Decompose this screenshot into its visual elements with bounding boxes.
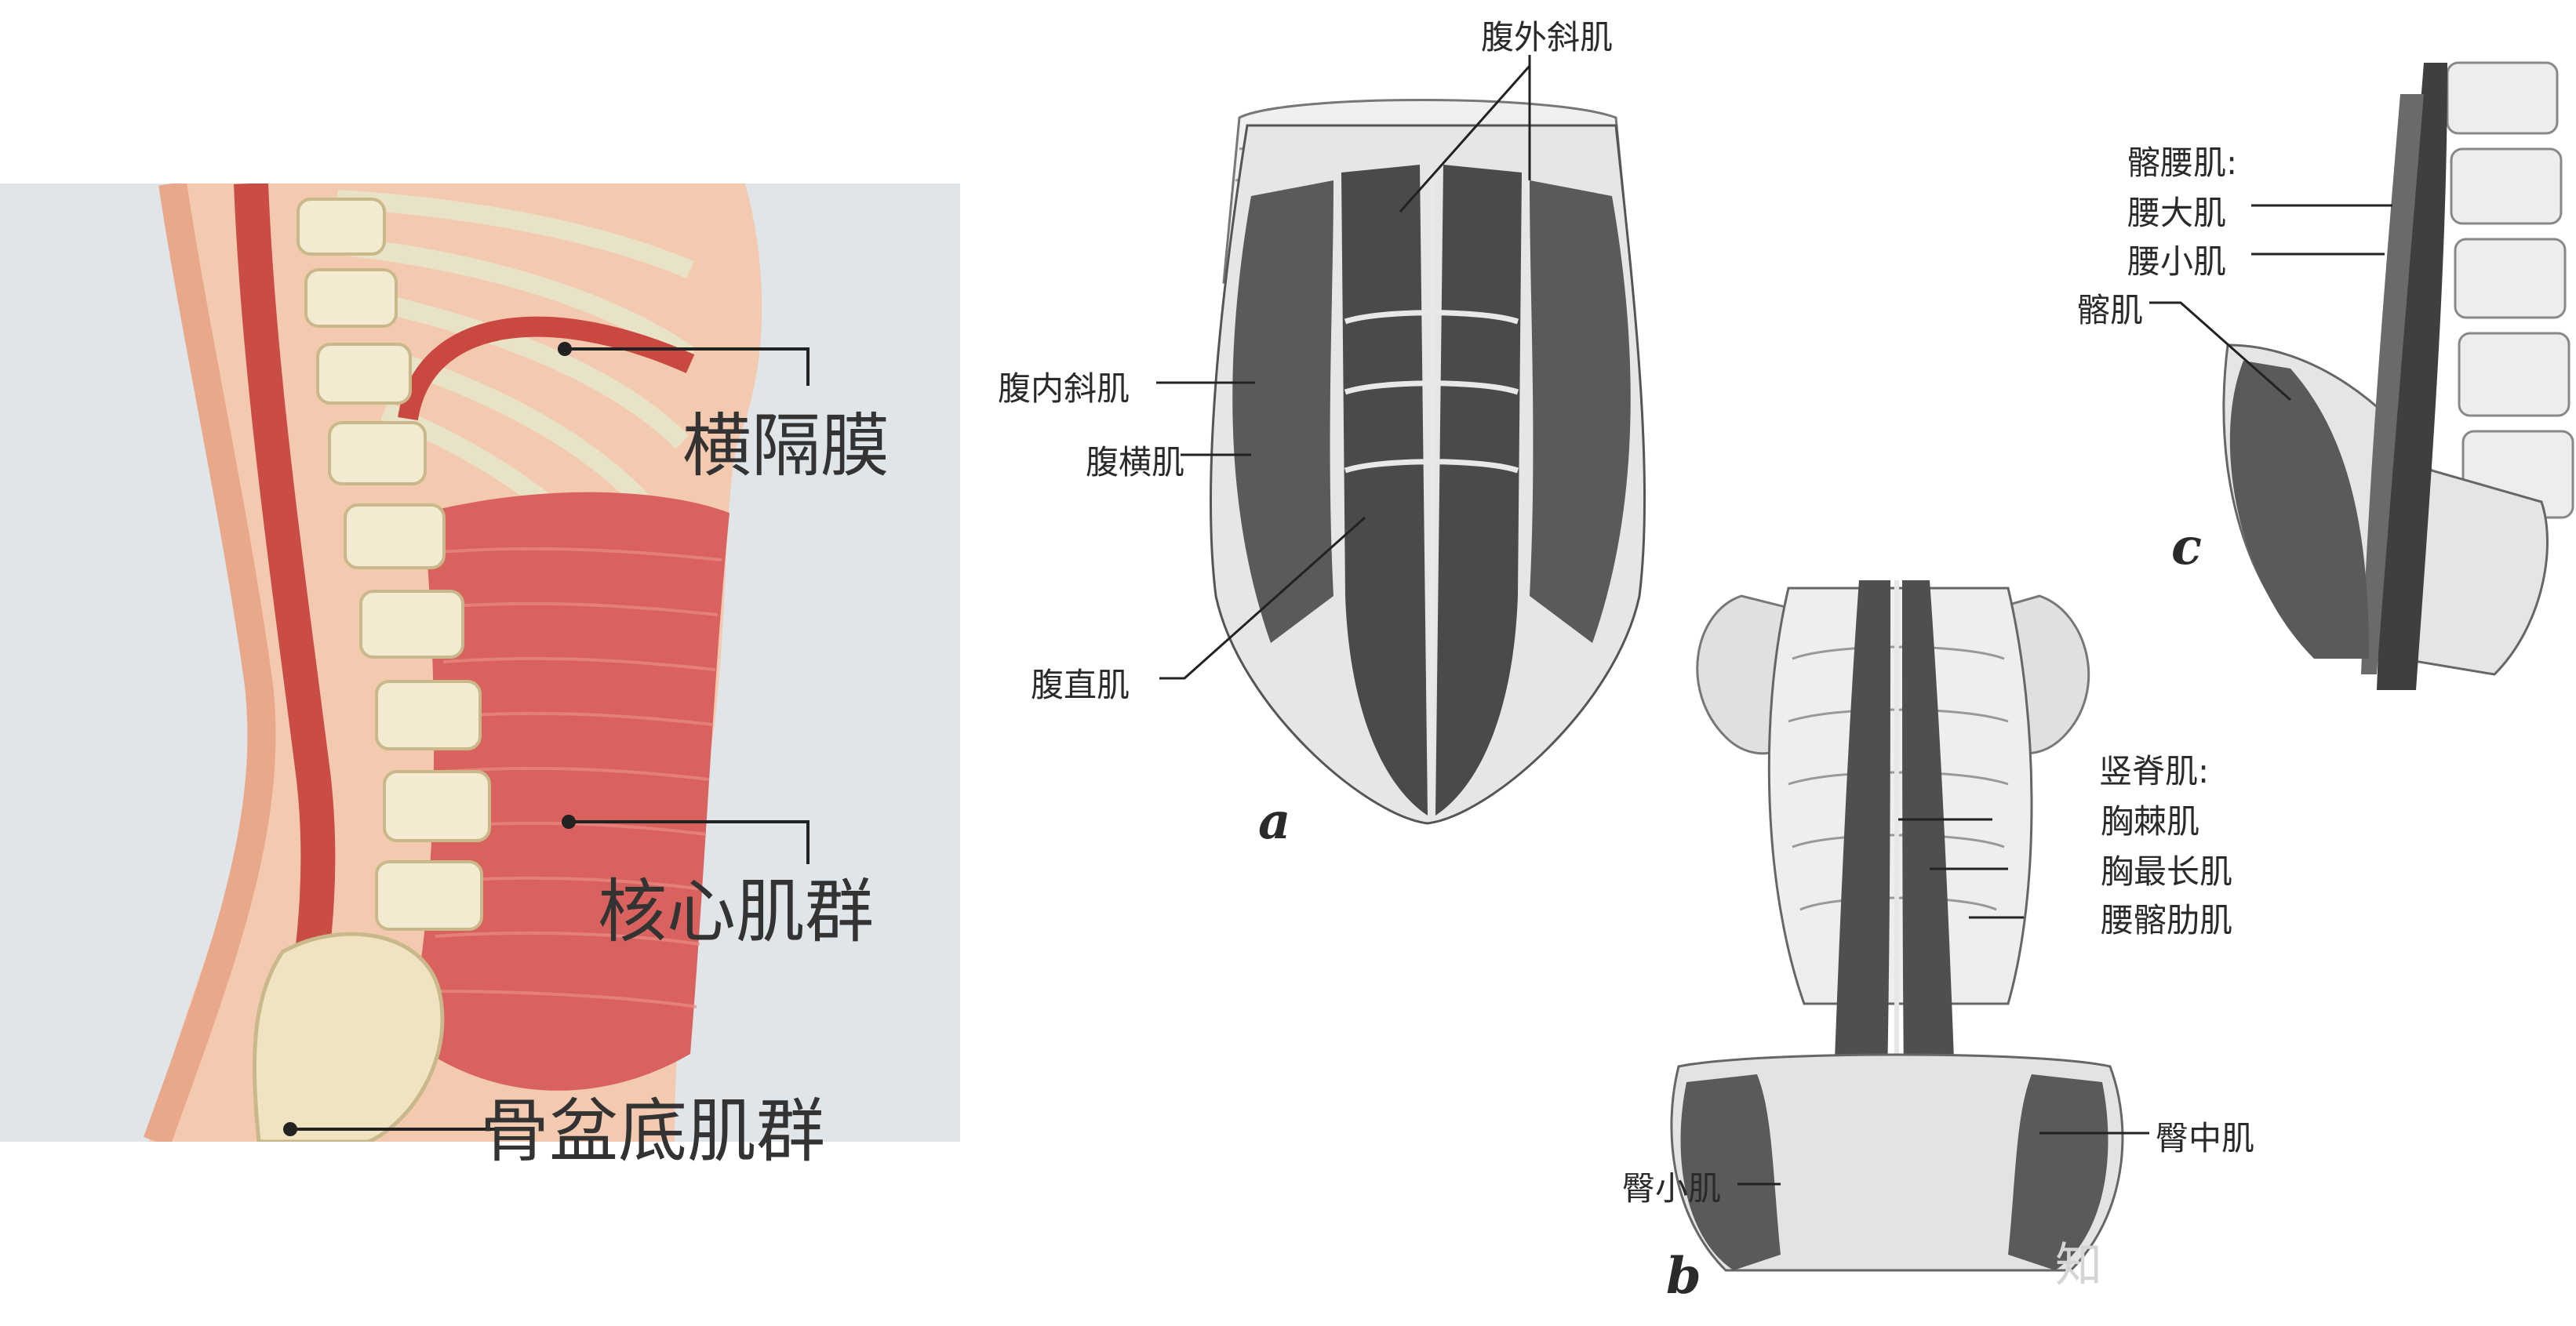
label-gluteus-minimus: 臀小肌 [1622,1169,1722,1208]
label-iliopsoas-title: 髂腰肌: [2127,143,2238,182]
core-side-illustration [0,183,960,1142]
label-core-muscles: 核心肌群 [598,871,875,952]
core-side-view: 横隔膜 核心肌群 骨盆底肌群 [0,183,960,1172]
back-illustration [1670,580,2149,1272]
label-longissimus: 胸最长肌 [2101,852,2233,891]
label-psoas-minor: 腰小肌 [2127,242,2227,281]
label-psoas-major: 腰大肌 [2127,194,2227,232]
panel-a-abdominal-muscles: 腹外斜肌 腹内斜肌 腹横肌 腹直肌 a [988,0,1679,863]
panel-c-letter: c [2171,518,2202,576]
label-pelvic-floor: 骨盆底肌群 [480,1091,826,1172]
label-gluteus-medius: 臀中肌 [2156,1119,2255,1157]
iliopsoas-illustration [2149,61,2574,690]
label-external-oblique: 腹外斜肌 [1481,18,1614,56]
label-internal-oblique: 腹内斜肌 [998,369,1130,408]
panel-b-letter: b [1666,1247,1701,1306]
label-rectus: 腹直肌 [1031,666,1130,704]
panel-a-letter: a [1258,792,1291,851]
watermark: 知 [2055,1238,2102,1293]
label-iliacus: 髂肌 [2077,291,2144,329]
label-erector-title: 竖脊肌: [2099,752,2210,790]
label-diaphragm: 横隔膜 [682,405,890,486]
panel-c-iliopsoas: 髂腰肌: 腰大肌 腰小肌 髂肌 c [2055,31,2576,768]
abdominal-illustration [1156,55,1646,825]
label-transversus: 腹横肌 [1086,443,1185,481]
panel-b-back-muscles: 竖脊肌: 胸棘肌 胸最长肌 腰髂肋肌 臀中肌 臀小肌 b [1600,565,2322,1326]
label-spinalis: 胸棘肌 [2101,802,2200,841]
label-iliocostalis: 腰髂肋肌 [2101,901,2233,939]
